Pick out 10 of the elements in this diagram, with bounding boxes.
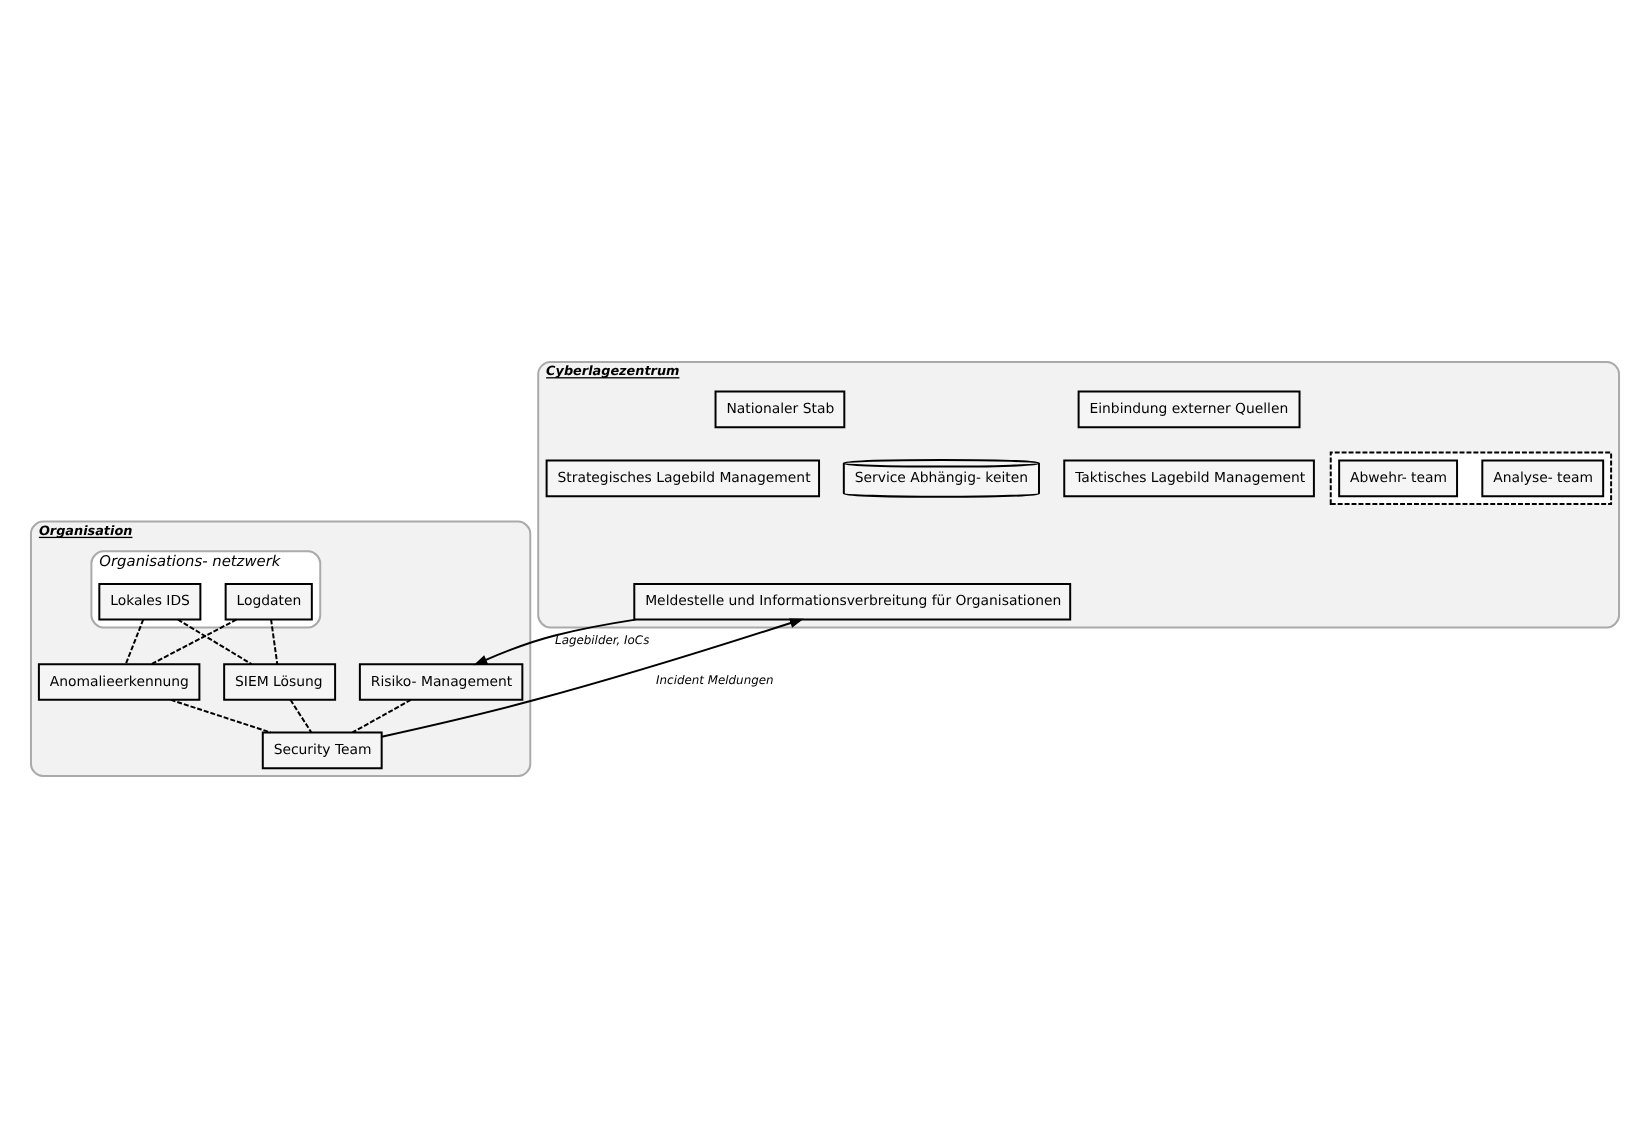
arrow bbox=[380, 618, 804, 738]
connector bbox=[289, 699, 313, 734]
connector bbox=[124, 618, 145, 666]
connector bbox=[177, 618, 253, 666]
connector bbox=[169, 698, 272, 734]
connector bbox=[270, 618, 279, 666]
cluster bbox=[1329, 451, 1613, 506]
arrow bbox=[473, 618, 637, 666]
connector bbox=[351, 698, 412, 734]
connector bbox=[150, 618, 238, 666]
